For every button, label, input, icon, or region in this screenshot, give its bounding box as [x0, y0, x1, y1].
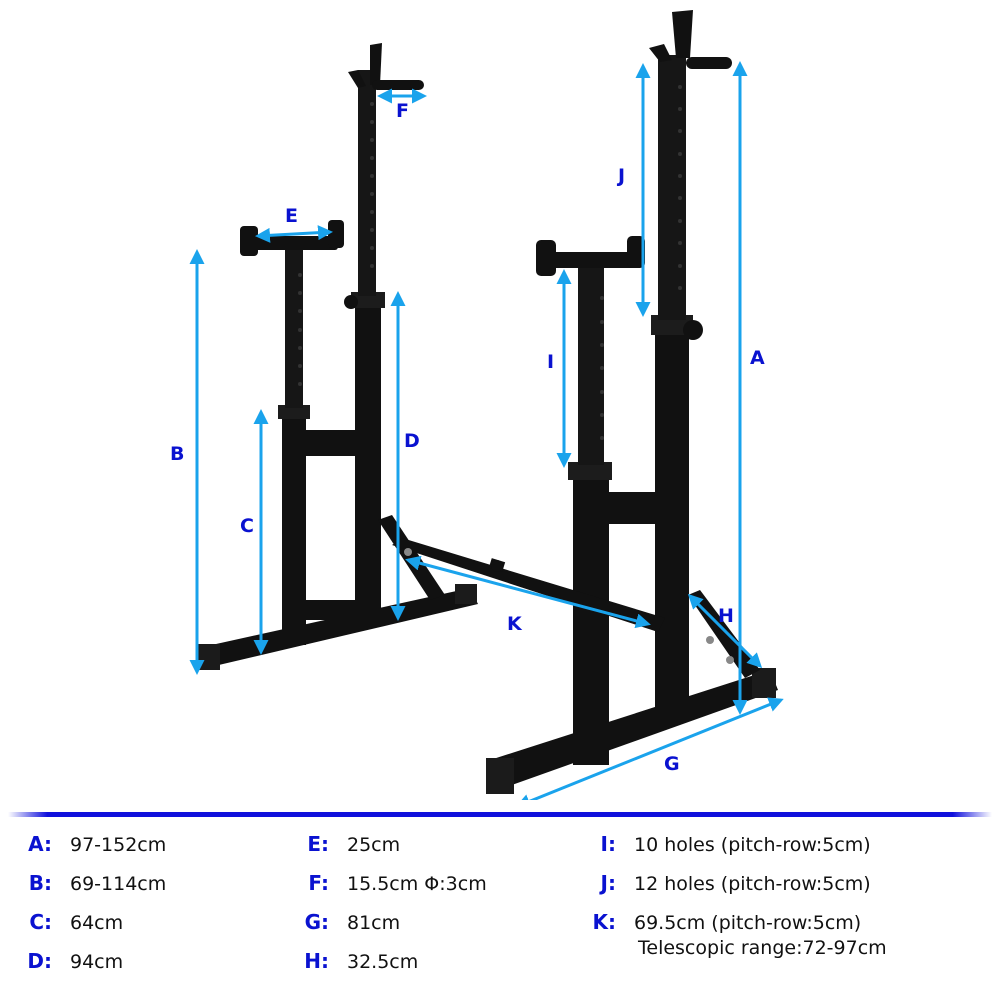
- dimension-arrow-G: [515, 697, 784, 800]
- spec-row-J: J: 12 holes (pitch-row:5cm): [578, 871, 887, 910]
- label-G: G: [664, 753, 680, 775]
- spec-value: 69.5cm (pitch-row:5cm): [634, 912, 862, 934]
- label-K: K: [507, 613, 523, 635]
- spec-row-K: K: 69.5cm (pitch-row:5cm): [578, 910, 887, 949]
- spec-row-H: H: 32.5cm: [291, 949, 487, 988]
- spec-row-I: I: 10 holes (pitch-row:5cm): [578, 832, 887, 871]
- label-D: D: [404, 430, 420, 452]
- label-H: H: [718, 605, 734, 627]
- squat-rack-dimension-diagram: A B C D E F G H I J K: [170, 10, 784, 800]
- spec-key: G:: [304, 910, 329, 934]
- spec-key: E:: [307, 832, 329, 856]
- spec-key: H:: [304, 949, 329, 973]
- spec-row-F: F: 15.5cm Φ:3cm: [291, 871, 487, 910]
- spec-key: B:: [28, 871, 52, 895]
- adjustment-holes: [298, 85, 682, 440]
- label-E: E: [285, 205, 298, 227]
- label-B: B: [170, 443, 184, 465]
- spec-value: 25cm: [347, 834, 401, 856]
- right-stand: [486, 10, 778, 794]
- spec-key: K:: [592, 910, 617, 934]
- spec-value: 97-152cm: [70, 834, 167, 856]
- label-F: F: [396, 100, 409, 122]
- spec-value: 12 holes (pitch-row:5cm): [634, 873, 871, 895]
- spec-row-G: G: 81cm: [291, 910, 487, 949]
- spec-row-A: A: 97-152cm: [14, 832, 166, 871]
- spec-row-B: B: 69-114cm: [14, 871, 167, 910]
- spec-column-3: I: 10 holes (pitch-row:5cm) J: 12 holes …: [578, 832, 887, 959]
- label-C: C: [240, 515, 254, 537]
- spec-value: 94cm: [70, 951, 124, 973]
- spec-value: 32.5cm: [347, 951, 419, 973]
- spec-row-D: D: 94cm: [14, 949, 166, 988]
- dimension-arrow-H: [687, 593, 763, 669]
- spec-value: 15.5cm Φ:3cm: [347, 873, 487, 895]
- spec-key: C:: [29, 910, 52, 934]
- spec-column-2: E: 25cm F: 15.5cm Φ:3cm G: 81cm H: 32.5c…: [291, 832, 487, 988]
- spec-column-1: A: 97-152cm B: 69-114cm C: 64cm D: 94cm: [14, 832, 166, 988]
- spec-key: F:: [308, 871, 329, 895]
- spec-value: 69-114cm: [70, 873, 167, 895]
- dimension-arrow-E: [255, 225, 333, 243]
- left-stand: [198, 43, 478, 670]
- label-I: I: [547, 351, 554, 373]
- spec-key: A:: [28, 832, 52, 856]
- spec-key: I:: [600, 832, 616, 856]
- spec-value: 64cm: [70, 912, 124, 934]
- spec-row-E: E: 25cm: [291, 832, 487, 871]
- label-J: J: [616, 165, 625, 187]
- spec-value: 81cm: [347, 912, 401, 934]
- spec-key: J:: [600, 871, 616, 895]
- spec-value: 10 holes (pitch-row:5cm): [634, 834, 871, 856]
- label-A: A: [750, 347, 765, 369]
- dimension-arrow-K: [405, 555, 651, 629]
- spec-row-C: C: 64cm: [14, 910, 166, 949]
- section-divider: [8, 812, 992, 817]
- spec-row-K-telescopic-range: Telescopic range:72-97cm: [638, 937, 887, 959]
- spec-key: D:: [27, 949, 52, 973]
